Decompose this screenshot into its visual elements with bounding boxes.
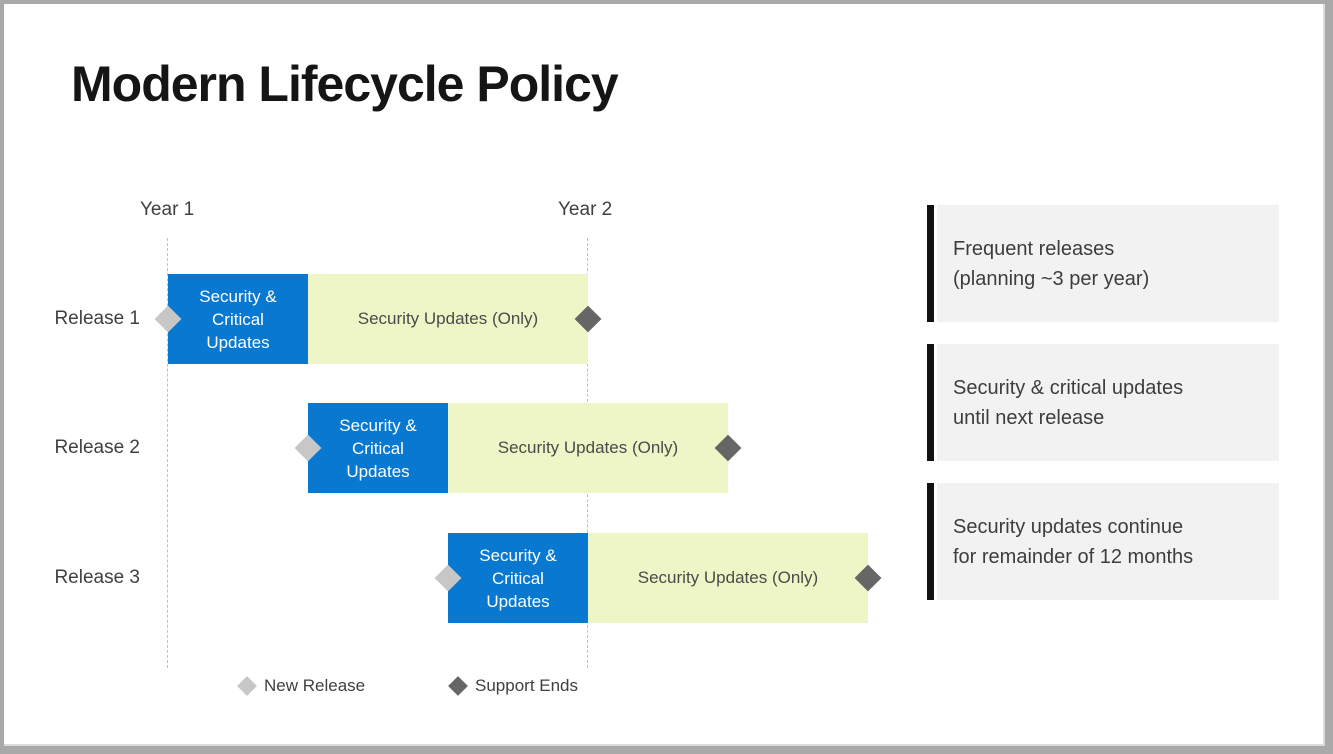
release-3-critical-updates-bar: Security & Critical Updates [448,533,588,623]
callout-1-line-1: Frequent releases [953,237,1115,260]
new-release-diamond-icon [237,676,257,696]
callout-3-line-2: for remainder of 12 months [953,545,1194,568]
release-1-critical-updates-bar: Security & Critical Updates [168,274,308,364]
release-2-label: Release 2 [54,437,140,458]
callout-1-line-2: (planning ~3 per year) [953,267,1150,290]
year-2-label: Year 2 [558,199,613,220]
release-1-critical-updates-text: Security & Critical Updates [199,286,277,352]
release-3-label: Release 3 [54,567,140,588]
callout-accent-bar [927,205,934,322]
callout-2-line-2: until next release [953,406,1105,429]
callout-2-line-1: Security & critical updates [953,376,1184,399]
callout-accent-bar [927,483,934,600]
legend-support-ends-label: Support Ends [475,676,579,695]
release-1-label: Release 1 [54,308,140,329]
release-1-security-updates-bar: Security Updates (Only) [308,274,588,364]
release-2-critical-updates-bar: Security & Critical Updates [308,403,448,493]
callout-3-line-1: Security updates continue [953,515,1184,538]
callout-security-critical-updates: Security & critical updates until next r… [927,344,1279,461]
callout-frequent-releases: Frequent releases (planning ~3 per year) [927,205,1279,322]
callout-security-updates-continue: Security updates continue for remainder … [927,483,1279,600]
release-3-security-updates-bar: Security Updates (Only) [588,533,868,623]
support-ends-diamond-icon [448,676,468,696]
year-1-label: Year 1 [140,199,195,220]
legend-new-release-label: New Release [264,676,366,695]
release-2-security-updates-bar: Security Updates (Only) [448,403,728,493]
year-1-gridline [167,238,168,668]
callout-accent-bar [927,344,934,461]
release-2-critical-updates-text: Security & Critical Updates [339,415,417,481]
page-title: Modern Lifecycle Policy [71,56,619,112]
release-3-critical-updates-text: Security & Critical Updates [479,545,557,611]
